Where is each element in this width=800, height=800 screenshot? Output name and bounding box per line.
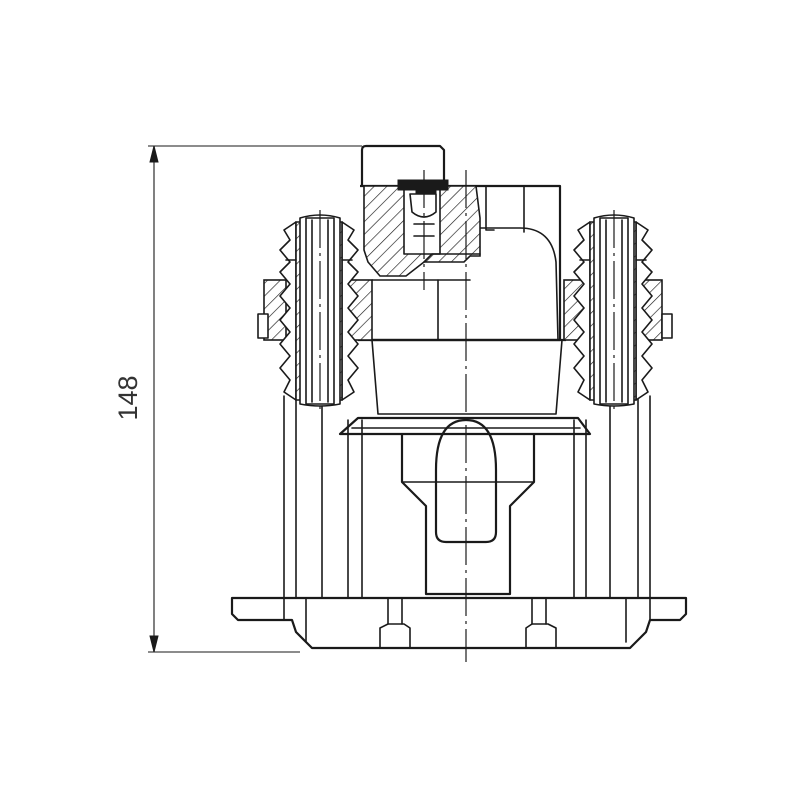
mounting-bracket: [230, 395, 688, 650]
right-guide-pin-assembly: [563, 214, 673, 407]
dimension-label: 148: [113, 375, 143, 420]
piston-section: [363, 179, 481, 277]
left-guide-pin-assembly: [257, 214, 373, 407]
center-lines: [319, 170, 615, 662]
height-dimension: 148: [113, 145, 362, 653]
